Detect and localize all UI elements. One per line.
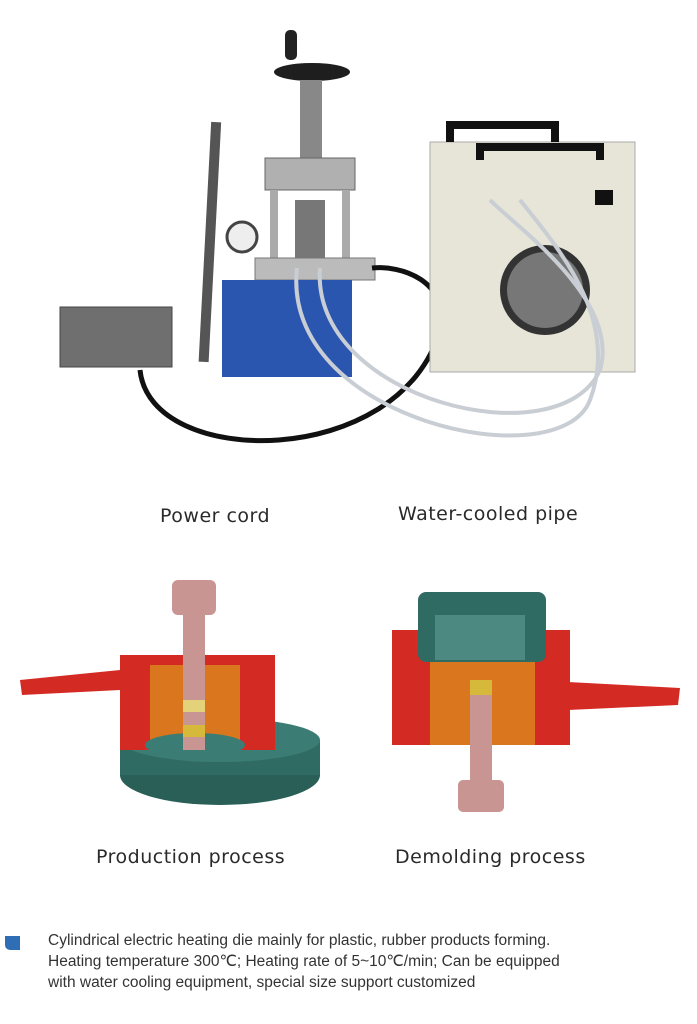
press-machine-illustration (59, 30, 636, 443)
description-line-2: Heating temperature 300℃; Heating rate o… (48, 953, 560, 970)
demolding-process-diagram (392, 592, 680, 812)
bullet-icon (5, 936, 20, 950)
production-process-label: Production process (96, 846, 286, 868)
power-cord-label: Power cord (160, 505, 271, 527)
description-line-3: with water cooling equipment, special si… (48, 974, 476, 991)
description-line-1: Cylindrical electric heating die mainly … (48, 932, 551, 949)
demolding-process-label: Demolding process (395, 846, 586, 868)
production-process-diagram (20, 580, 320, 805)
water-pipe-label: Water-cooled pipe (398, 503, 579, 525)
product-description: Cylindrical electric heating die mainly … (48, 930, 688, 993)
